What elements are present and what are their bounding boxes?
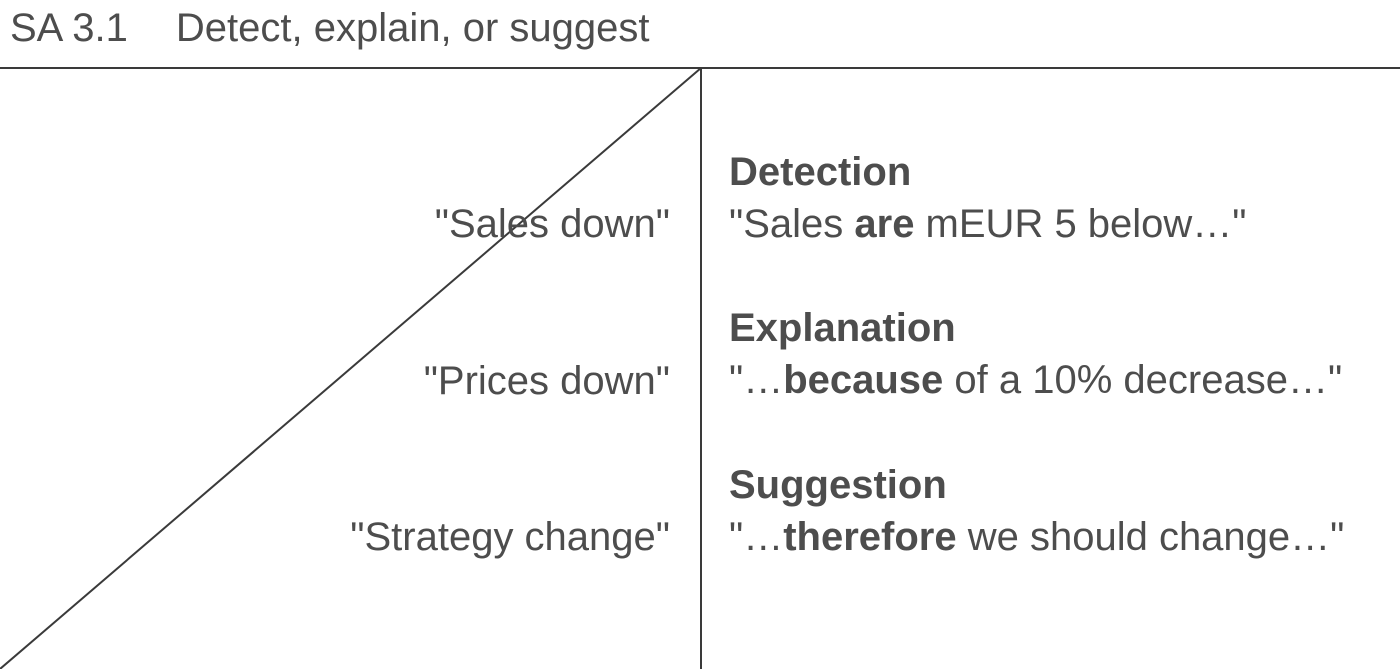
detection-heading: Detection [729, 150, 912, 194]
section-code: SA 3.1 [10, 6, 128, 50]
suggestion-heading: Suggestion [729, 463, 947, 507]
left-label-prices-down: "Prices down" [423, 359, 670, 403]
suggestion-block: Suggestion "…therefore we should change…… [729, 459, 1344, 563]
suggestion-quote: "…therefore we should change…" [729, 515, 1345, 559]
page-title: SA 3.1 Detect, explain, or suggest [10, 4, 649, 52]
detection-block: Detection "Sales are mEUR 5 below…" [729, 146, 1247, 250]
explanation-quote: "…because of a 10% decrease…" [729, 358, 1343, 402]
diagonal-line [0, 67, 702, 669]
detection-quote: "Sales are mEUR 5 below…" [729, 202, 1247, 246]
explanation-heading: Explanation [729, 306, 956, 350]
left-label-sales-down: "Sales down" [434, 202, 670, 246]
explanation-block: Explanation "…because of a 10% decrease…… [729, 302, 1342, 406]
left-label-strategy-change: "Strategy change" [350, 515, 670, 559]
section-title: Detect, explain, or suggest [175, 6, 650, 50]
